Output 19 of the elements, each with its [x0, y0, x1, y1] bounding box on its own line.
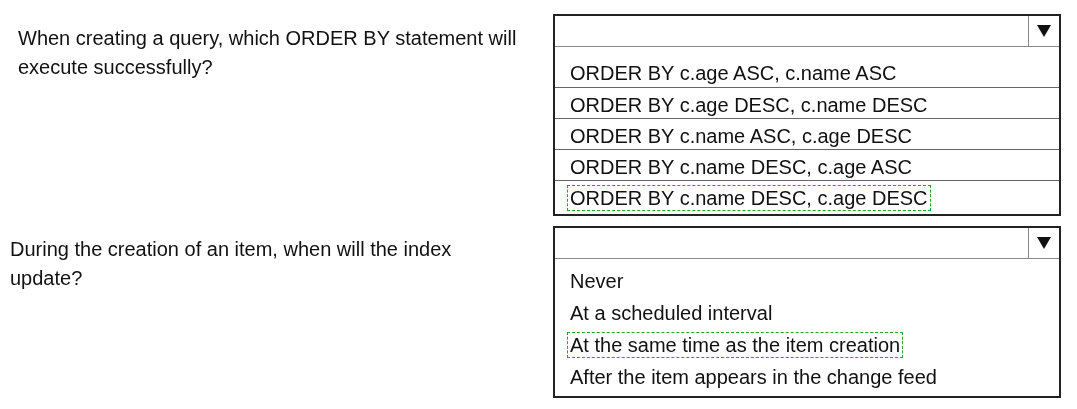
dropdown-field — [555, 228, 1059, 259]
dropdown-option — [555, 87, 1059, 118]
dropdown-option — [555, 180, 1059, 211]
option-text: ORDER BY c.name DESC, c.age ASC — [569, 155, 913, 180]
option-text: Never — [569, 269, 625, 294]
option-text: After the item appears in the change feed — [569, 365, 938, 390]
dropdown-field — [555, 16, 1059, 47]
selected-option-text: ORDER BY c.name DESC, c.age DESC — [567, 185, 931, 211]
option-text: At a scheduled interval — [569, 301, 774, 326]
dropdown-option — [555, 149, 1059, 180]
dropdown-list — [553, 14, 1061, 216]
question-text: During the creation of an item, when will the index update? — [10, 237, 453, 291]
question-text: When creating a query, which ORDER BY statement will execute successfully? — [18, 26, 518, 80]
selected-option-text: At the same time as the item creation — [567, 332, 904, 358]
option-text: ORDER BY c.age DESC, c.name DESC — [569, 93, 929, 118]
option-text: ORDER BY c.age ASC, c.name ASC — [569, 61, 898, 86]
dropdown-list — [553, 226, 1061, 398]
option-text: ORDER BY c.name ASC, c.age DESC — [569, 124, 913, 149]
dropdown-option — [555, 118, 1059, 149]
